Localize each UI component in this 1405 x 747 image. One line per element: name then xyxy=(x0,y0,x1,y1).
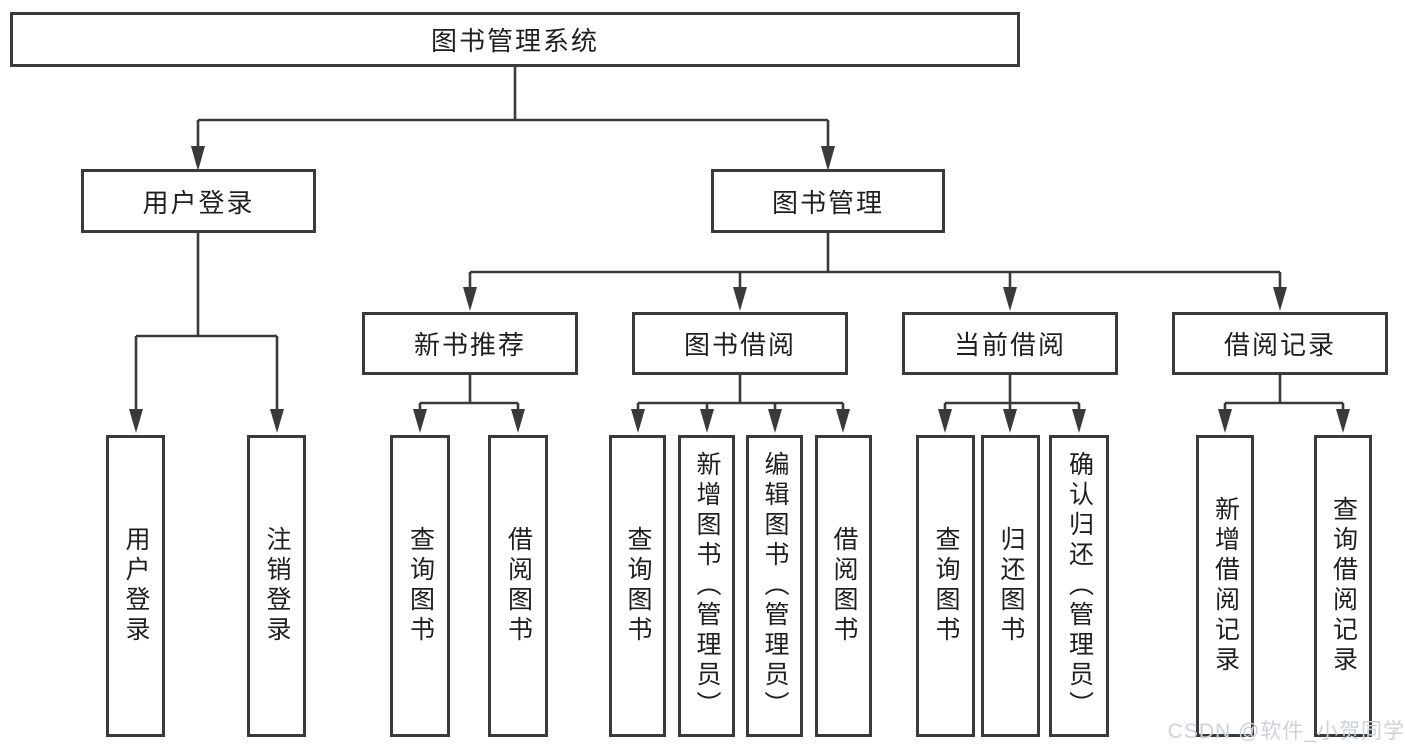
node-root-label: 图书管理系统 xyxy=(430,26,599,56)
leaf-edit-book-admin: 编辑图书（管理员） xyxy=(746,435,803,737)
leaf-query-books-borrow: 查询图书 xyxy=(609,435,666,737)
leaf-borrow-books-recommend-label: 借阅图书 xyxy=(504,526,533,646)
leaf-return-book: 归还图书 xyxy=(981,435,1040,737)
node-book-borrow-label: 图书借阅 xyxy=(683,330,796,360)
connector-book-management-to-level3 xyxy=(463,233,1287,311)
node-user-login-label: 用户登录 xyxy=(142,187,255,218)
csdn-watermark: CSDN @软件_小贺同学 xyxy=(1167,720,1405,743)
node-new-book-recommend: 新书推荐 xyxy=(362,312,578,375)
node-current-borrow: 当前借阅 xyxy=(902,312,1118,375)
leaf-borrow-books-recommend: 借阅图书 xyxy=(488,435,548,737)
leaf-query-books-current-label: 查询图书 xyxy=(932,526,960,646)
leaf-confirm-return-admin: 确认归还（管理员） xyxy=(1049,435,1109,737)
leaf-borrow-books-borrow: 借阅图书 xyxy=(815,435,872,737)
leaf-user-login: 用户登录 xyxy=(106,435,165,737)
leaf-add-borrow-record: 新增借阅记录 xyxy=(1196,435,1254,737)
connector-root-to-level2 xyxy=(191,67,835,171)
leaf-add-book-admin-label: 新增图书（管理员） xyxy=(693,451,721,721)
leaf-logout: 注销登录 xyxy=(247,435,306,737)
node-current-borrow-label: 当前借阅 xyxy=(953,330,1066,360)
leaf-query-books-recommend-label: 查询图书 xyxy=(406,526,435,646)
node-borrow-records-label: 借阅记录 xyxy=(1223,330,1336,360)
leaf-edit-book-admin-label: 编辑图书（管理员） xyxy=(761,451,789,721)
node-book-management-label: 图书管理 xyxy=(771,187,884,218)
leaf-add-book-admin: 新增图书（管理员） xyxy=(678,435,735,737)
leaf-query-borrow-record: 查询借阅记录 xyxy=(1314,435,1372,737)
leaf-borrow-books-borrow-label: 借阅图书 xyxy=(830,526,858,646)
connector-new-book-recommend-to-leaves xyxy=(413,375,525,433)
leaf-return-book-label: 归还图书 xyxy=(997,526,1025,646)
node-user-login: 用户登录 xyxy=(81,169,316,233)
connector-user-login-to-leaves xyxy=(129,233,284,433)
leaf-logout-label: 注销登录 xyxy=(263,526,291,646)
connector-current-borrow-to-leaves xyxy=(938,375,1086,433)
leaf-user-login-label: 用户登录 xyxy=(122,526,150,646)
node-new-book-recommend-label: 新书推荐 xyxy=(413,330,526,360)
connector-book-borrow-to-leaves xyxy=(631,375,850,433)
node-root: 图书管理系统 xyxy=(10,12,1020,67)
connector-borrow-records-to-leaves xyxy=(1218,375,1350,433)
leaf-query-books-borrow-label: 查询图书 xyxy=(624,526,652,646)
leaf-query-books-current: 查询图书 xyxy=(916,435,975,737)
leaf-query-books-recommend: 查询图书 xyxy=(390,435,450,737)
leaf-query-borrow-record-label: 查询借阅记录 xyxy=(1329,496,1358,676)
leaf-add-borrow-record-label: 新增借阅记录 xyxy=(1211,496,1240,676)
node-borrow-records: 借阅记录 xyxy=(1172,312,1388,375)
node-book-management: 图书管理 xyxy=(711,169,945,233)
node-book-borrow: 图书借阅 xyxy=(632,312,848,375)
leaf-confirm-return-admin-label: 确认归还（管理员） xyxy=(1065,451,1094,721)
